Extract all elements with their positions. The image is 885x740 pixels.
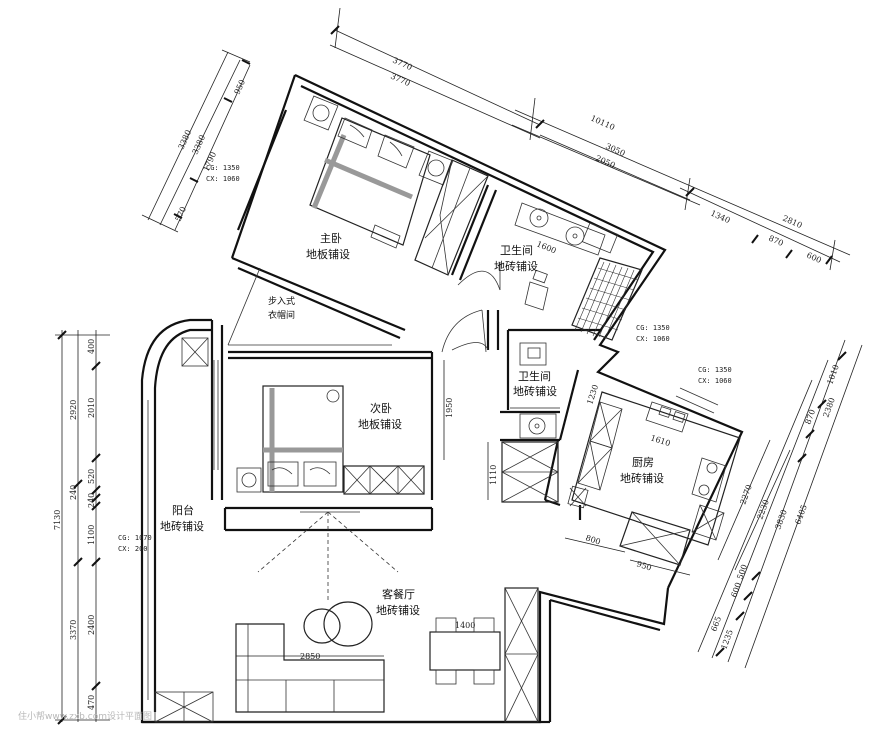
- label-bathroom-2-floor: 地砖铺设: [513, 384, 557, 398]
- dimension-lines-top: 3770 3770 10110 3050 2050 1340 2810 870 …: [329, 7, 851, 271]
- label-master-bedroom-floor: 地板铺设: [306, 247, 350, 261]
- dim-bath-width: 1600: [535, 240, 557, 256]
- dimension-lines-east: 1010 2380 870 6405 3830 2230 2270 500 60…: [697, 339, 863, 669]
- dim-east-h: 500: [735, 563, 749, 580]
- note-balcony-cg: CG: 1070: [118, 534, 152, 542]
- dimension-lines-left: 3380 3380 950 1790 570: [141, 49, 251, 233]
- dim-top-a: 3770: [391, 56, 413, 73]
- dim-left-a: 3380: [177, 129, 194, 151]
- dim-west-g: 1100: [87, 525, 96, 545]
- label-closet: 步入式: [268, 295, 295, 307]
- bathroom-2-fixtures: [501, 342, 559, 503]
- label-living-dining-floor: 地砖铺设: [376, 603, 420, 617]
- living-dining-furniture: [235, 511, 539, 723]
- bathroom-1-fixtures: [514, 202, 643, 341]
- label-master-bedroom: 主卧: [320, 232, 342, 245]
- dim-west-f: 240: [87, 493, 96, 508]
- dim-second-bed-h: 1950: [445, 398, 454, 418]
- dim-top-b: 3770: [389, 72, 411, 89]
- label-bathroom-1-floor: 地砖铺设: [494, 259, 538, 273]
- dim-east-e: 3830: [773, 508, 788, 530]
- dim-kitchen-w: 1610: [649, 433, 671, 448]
- doors: [441, 262, 501, 353]
- note-bath1-cx: CX: 1060: [636, 335, 670, 343]
- dim-top-f: 2810: [781, 214, 803, 231]
- label-second-bedroom-floor: 地板铺设: [358, 417, 402, 431]
- dim-west-j: 470: [87, 695, 96, 710]
- dim-east-f: 2230: [755, 498, 770, 520]
- dim-kitchen-b: 950: [635, 559, 652, 572]
- dim-west-e: 240: [69, 485, 78, 500]
- dim-table: 1400: [455, 621, 475, 630]
- dim-west-c: 2010: [87, 398, 96, 418]
- dim-bath2-h: 1110: [489, 465, 498, 485]
- dim-left-e: 570: [174, 205, 188, 223]
- dim-east-b: 2380: [821, 396, 836, 418]
- label-kitchen-floor: 地砖铺设: [620, 471, 664, 485]
- label-second-bedroom: 次卧: [370, 401, 392, 415]
- dim-west-i: 2400: [87, 615, 96, 635]
- dim-west-h: 3370: [69, 620, 78, 640]
- kitchen-fixtures: [567, 387, 741, 566]
- room-labels: 主卧 地板铺设 卫生间 地砖铺设 步入式 衣帽间 次卧 地板铺设 卫生间 地砖铺…: [160, 232, 664, 617]
- label-balcony-floor: 地砖铺设: [160, 519, 204, 533]
- label-bathroom-2: 卫生间: [518, 369, 551, 383]
- note-kitchen-cg: CG: 1350: [698, 366, 732, 374]
- dim-east-d: 6405: [793, 503, 808, 525]
- dimension-lines-west: 7130 2920 400 2010 520 240 240 1100 3370…: [53, 330, 110, 725]
- interior-walls: [210, 184, 600, 532]
- label-bathroom-1: 卫生间: [500, 243, 533, 257]
- dim-east-k: 1235: [719, 628, 734, 650]
- dim-east-i: 600: [729, 581, 743, 598]
- watermark: 住小帮www.zxb.com设计平面图: [18, 710, 152, 722]
- dim-left-b: 3380: [191, 134, 208, 156]
- note-master-cx: CX: 1060: [206, 175, 240, 183]
- second-bed: [236, 385, 425, 495]
- dim-east-a: 1010: [825, 363, 840, 385]
- dim-west-total: 7130: [53, 510, 62, 530]
- dim-west-b: 400: [87, 339, 96, 354]
- dim-west-a: 2920: [69, 400, 78, 420]
- balcony-window: [147, 360, 219, 700]
- dim-kitchen-top: 1230: [585, 383, 600, 405]
- dim-top-g: 870: [767, 234, 785, 248]
- note-balcony-cx: CX: 200: [118, 545, 148, 553]
- closet-detail: [227, 267, 392, 346]
- outer-walls: [140, 74, 744, 724]
- note-kitchen-cx: CX: 1060: [698, 377, 732, 385]
- ceiling-notes: CG: 1350 CX: 1060 CG: 1350 CX: 1060 CG: …: [118, 164, 732, 553]
- balcony-cabinets: [154, 337, 214, 723]
- note-bath1-cg: CG: 1350: [636, 324, 670, 332]
- label-balcony: 阳台: [172, 503, 194, 517]
- dim-east-g: 2270: [738, 483, 753, 505]
- note-master-cg: CG: 1350: [206, 164, 240, 172]
- dim-west-d: 520: [87, 469, 96, 484]
- dim-top-d: 2050: [594, 154, 616, 171]
- label-kitchen: 厨房: [632, 456, 654, 469]
- dim-top-c: 3050: [604, 142, 626, 159]
- dim-top-e: 1340: [709, 209, 731, 226]
- master-bed: [303, 95, 489, 276]
- dim-east-j: 665: [709, 615, 723, 632]
- dim-sofa: 2850: [300, 652, 320, 661]
- label-living-dining: 客餐厅: [382, 587, 415, 601]
- dim-top-total: 10110: [589, 114, 616, 133]
- dim-left-c: 950: [233, 78, 247, 96]
- label-closet-2: 衣帽间: [268, 309, 295, 321]
